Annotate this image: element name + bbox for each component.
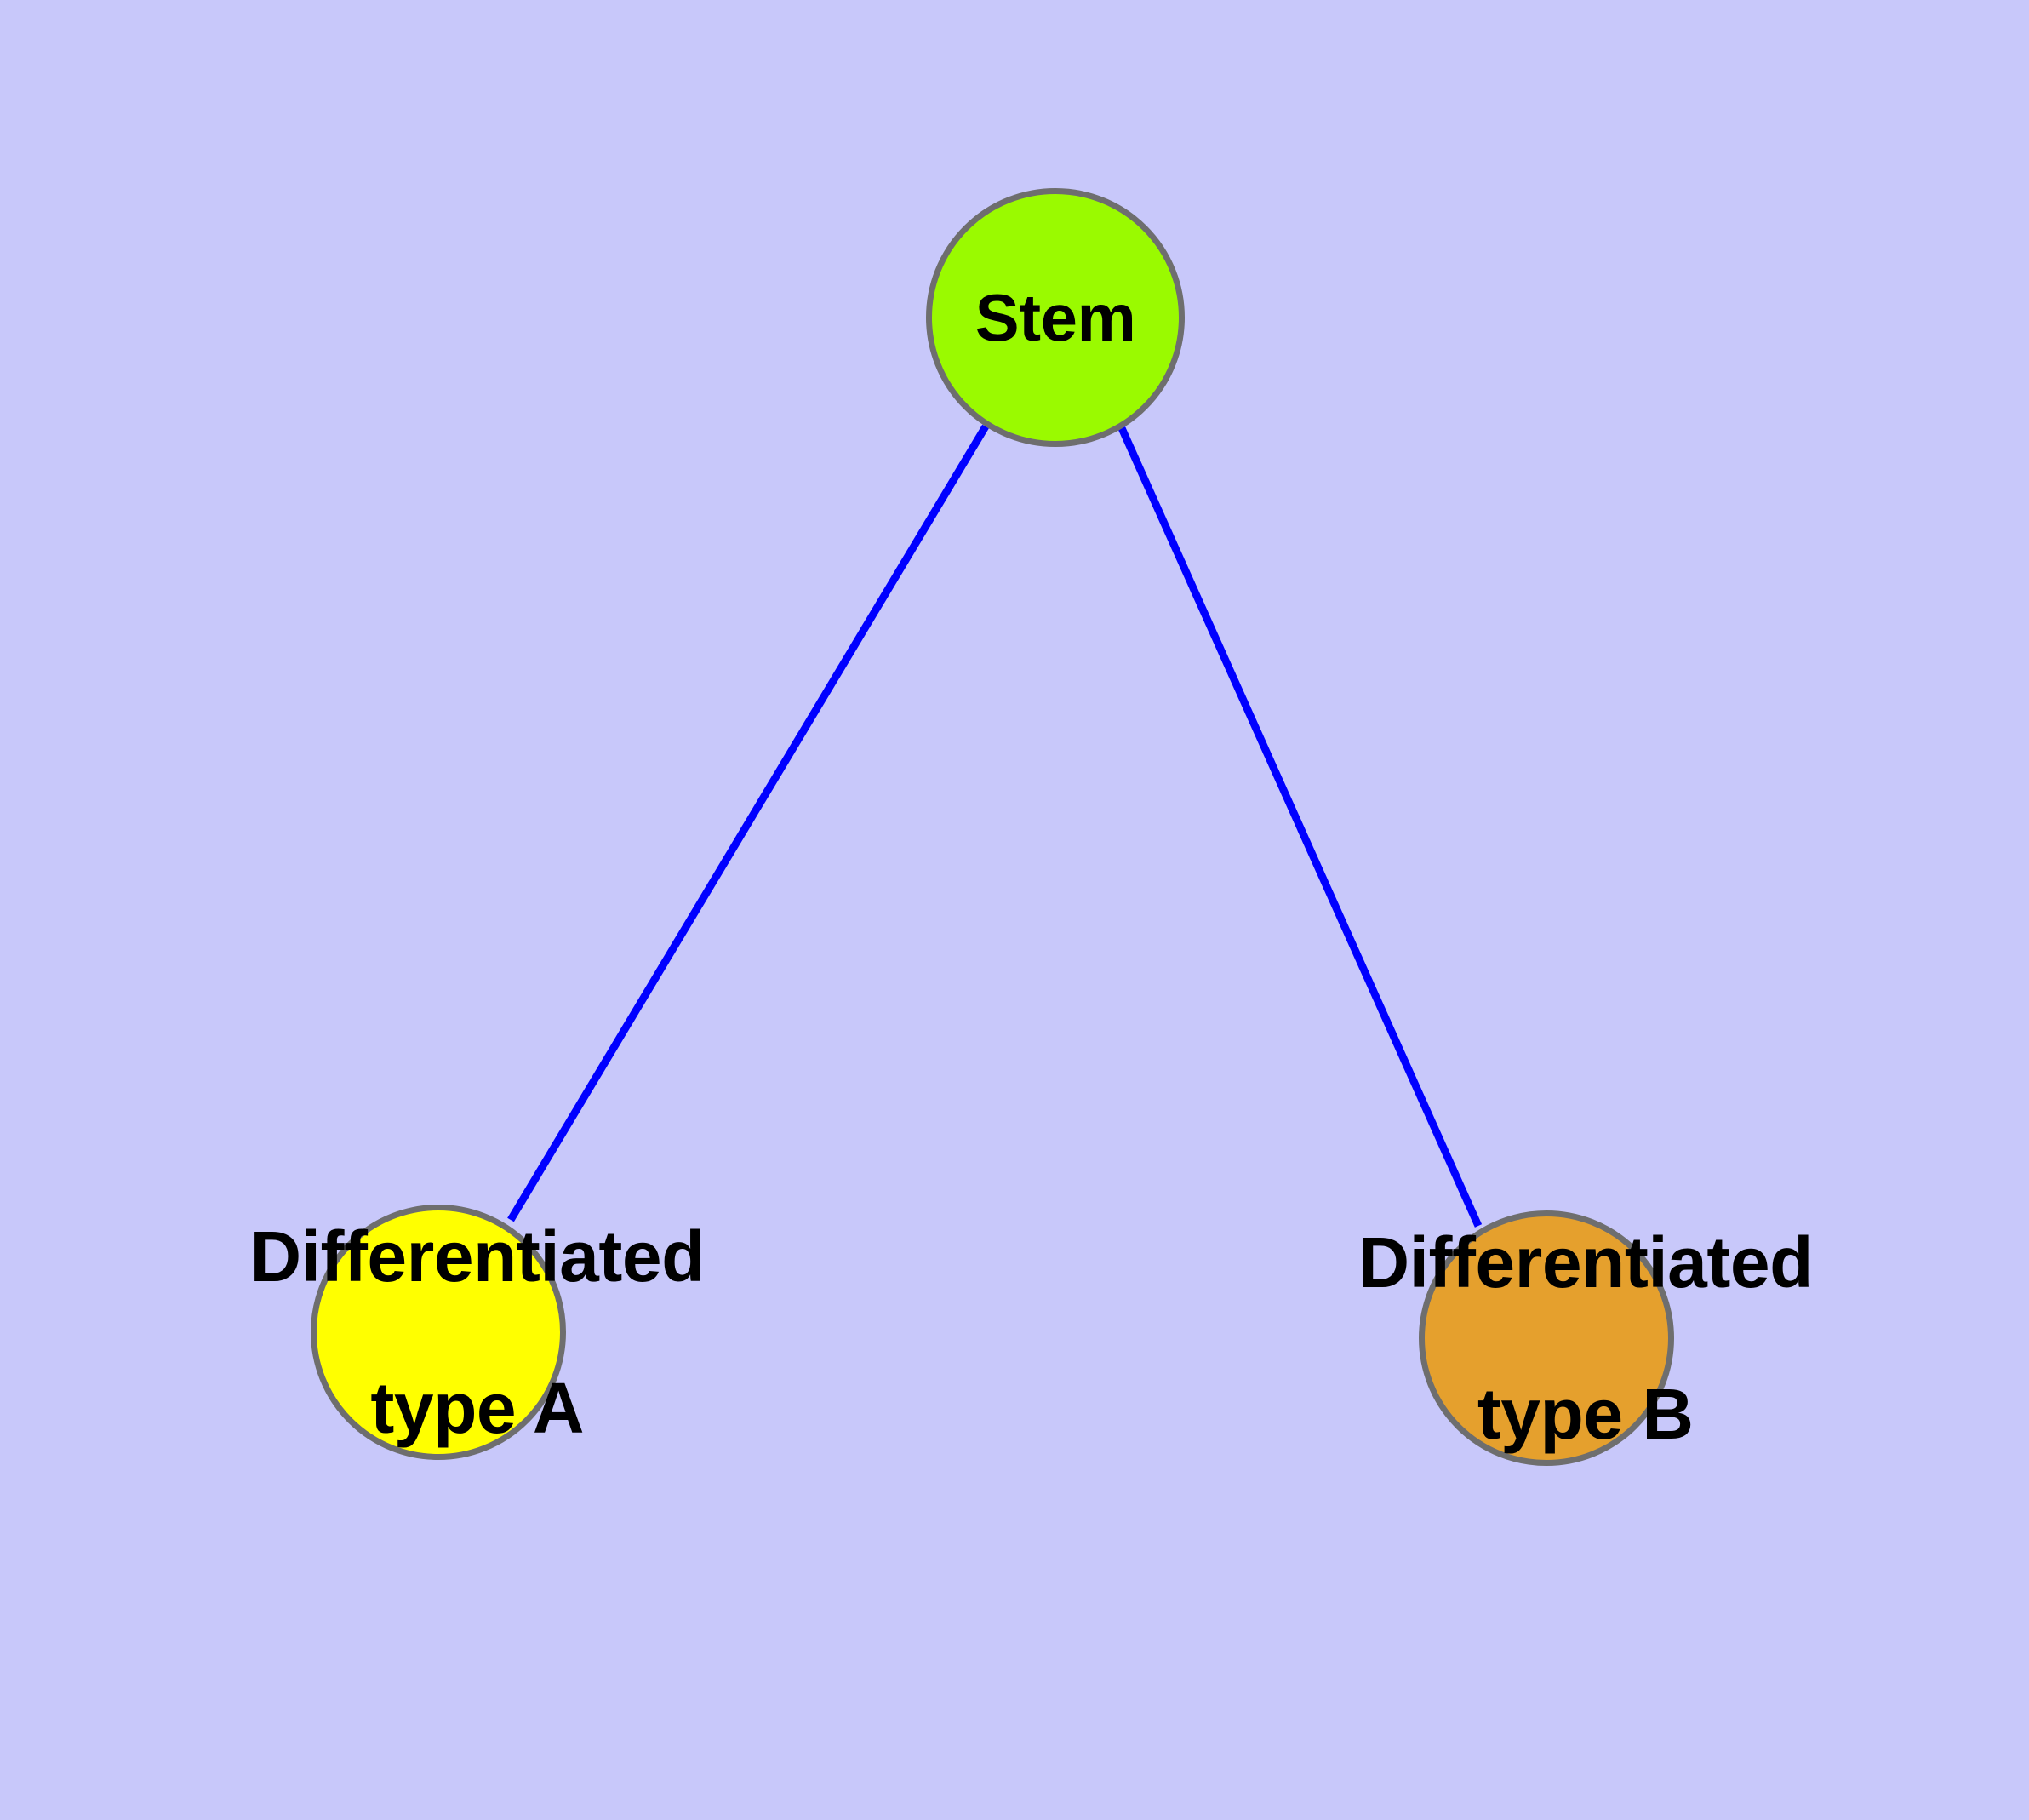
node-label-line1: Differentiated <box>249 1216 705 1296</box>
edge-stem-to-differentiated-type-a <box>507 424 989 1222</box>
edge-stem-to-differentiated-type-b <box>1117 426 1483 1228</box>
node-label-line2: type A <box>370 1367 584 1448</box>
node-label-line2: type B <box>1477 1373 1694 1454</box>
node-stem[interactable] <box>926 188 1185 447</box>
node-label-differentiated-type-a: Differentiated type A <box>0 1143 1453 1522</box>
node-differentiated-type-a[interactable] <box>311 1205 566 1460</box>
node-differentiated-type-b[interactable] <box>1419 1210 1674 1466</box>
node-label-differentiated-type-b: Differentiated type B <box>532 1149 2029 1528</box>
node-label-line1: Differentiated <box>1357 1222 1813 1302</box>
node-label-stem: Stem <box>974 279 1136 355</box>
